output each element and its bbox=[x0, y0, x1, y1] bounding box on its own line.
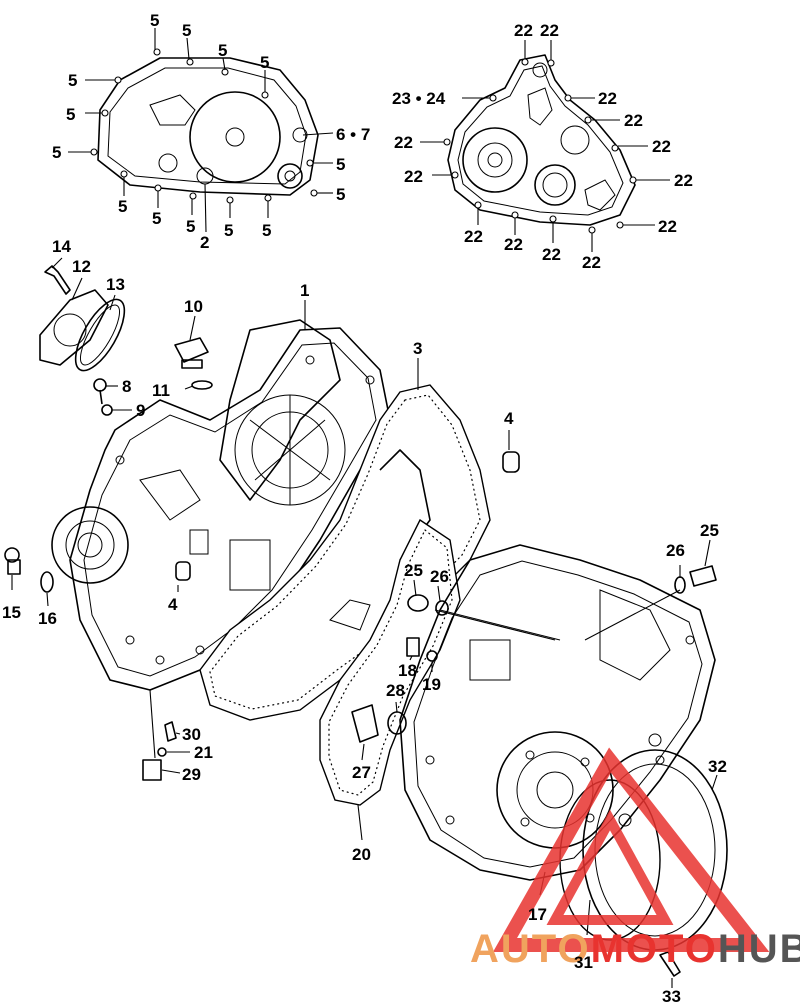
watermark-text-auto: AUTO bbox=[470, 927, 591, 971]
callout-label: 1 bbox=[300, 281, 309, 300]
callout-label: 22 bbox=[674, 171, 693, 190]
callout-label: 16 bbox=[38, 609, 57, 628]
callout-label: 2 bbox=[200, 233, 209, 252]
callout-label: 5 bbox=[218, 41, 227, 60]
callout-label: 22 bbox=[464, 227, 483, 246]
callout-label: 5 bbox=[260, 53, 269, 72]
callout-label: 5 bbox=[152, 209, 161, 228]
callout-label: 5 bbox=[186, 217, 195, 236]
callout-label: 22 bbox=[652, 137, 671, 156]
callout-label: 22 bbox=[540, 21, 559, 40]
callout-label: 23 • 24 bbox=[392, 89, 446, 108]
callout-label: 13 bbox=[106, 275, 125, 294]
center-gasket-drawing bbox=[319, 518, 461, 806]
callout-label: 29 bbox=[182, 765, 201, 784]
callout-label: 5 bbox=[182, 21, 191, 40]
right-crankcase-drawing bbox=[399, 544, 716, 881]
callout-label: 31 bbox=[574, 953, 593, 972]
callout-label: 8 bbox=[122, 377, 131, 396]
callout-label: 5 bbox=[52, 143, 61, 162]
callout-label: 26 bbox=[430, 567, 449, 586]
callout-label: 5 bbox=[66, 105, 75, 124]
callout-label: 25 bbox=[404, 561, 423, 580]
callout-label: 26 bbox=[666, 541, 685, 560]
callout-label: 22 bbox=[658, 217, 677, 236]
callout-label: 22 bbox=[504, 235, 523, 254]
watermark-text-hub: HUB bbox=[718, 927, 800, 971]
callout-label: 25 bbox=[700, 521, 719, 540]
callout-label: 20 bbox=[352, 845, 371, 864]
callout-label: 22 bbox=[514, 21, 533, 40]
callout-label: 5 bbox=[336, 185, 345, 204]
callout-label: 5 bbox=[118, 197, 127, 216]
callout-label: 22 bbox=[598, 89, 617, 108]
callout-label: 3 bbox=[413, 339, 422, 358]
callout-label: 22 bbox=[404, 167, 423, 186]
callout-label: 5 bbox=[336, 155, 345, 174]
callout-label: 27 bbox=[352, 763, 371, 782]
right-side-cover-drawing bbox=[420, 40, 670, 252]
callout-label: 33 bbox=[662, 987, 681, 1006]
callout-label: 4 bbox=[504, 409, 514, 428]
callout-label: 18 bbox=[398, 661, 417, 680]
left-side-cover-drawing bbox=[68, 28, 334, 233]
callout-label: 10 bbox=[184, 297, 203, 316]
callout-label: 5 bbox=[68, 71, 77, 90]
callout-label: 17 bbox=[528, 905, 547, 924]
callout-label: 5 bbox=[262, 221, 271, 240]
callout-label: 22 bbox=[394, 133, 413, 152]
watermark-text-moto: MOTO bbox=[591, 927, 718, 971]
callout-label: 9 bbox=[136, 401, 145, 420]
callout-label: 22 bbox=[582, 253, 601, 272]
part-labels: 5 5 5 5 5 5 5 5 5 5 5 5 5 5 6 • 7 2 22 2… bbox=[2, 11, 727, 1006]
callout-label: 11 bbox=[152, 381, 170, 400]
callout-label: 12 bbox=[72, 257, 91, 276]
callout-label: 14 bbox=[52, 237, 71, 256]
watermark-logo: AUTOMOTOHUB bbox=[470, 747, 800, 971]
callout-label: 4 bbox=[168, 595, 178, 614]
callout-label: 15 bbox=[2, 603, 21, 622]
callout-label: 6 • 7 bbox=[336, 125, 370, 144]
svg-text:AUTOMOTOHUB: AUTOMOTOHUB bbox=[470, 927, 800, 971]
callout-label: 22 bbox=[624, 111, 643, 130]
callout-label: 5 bbox=[224, 221, 233, 240]
callout-label: 30 bbox=[182, 725, 201, 744]
callout-label: 21 bbox=[194, 743, 213, 762]
callout-label: 19 bbox=[422, 675, 441, 694]
callout-label: 32 bbox=[708, 757, 727, 776]
callout-label: 5 bbox=[150, 11, 159, 30]
small-parts-drawing bbox=[4, 265, 717, 977]
callout-label: 28 bbox=[386, 681, 405, 700]
callout-label: 22 bbox=[542, 245, 561, 264]
